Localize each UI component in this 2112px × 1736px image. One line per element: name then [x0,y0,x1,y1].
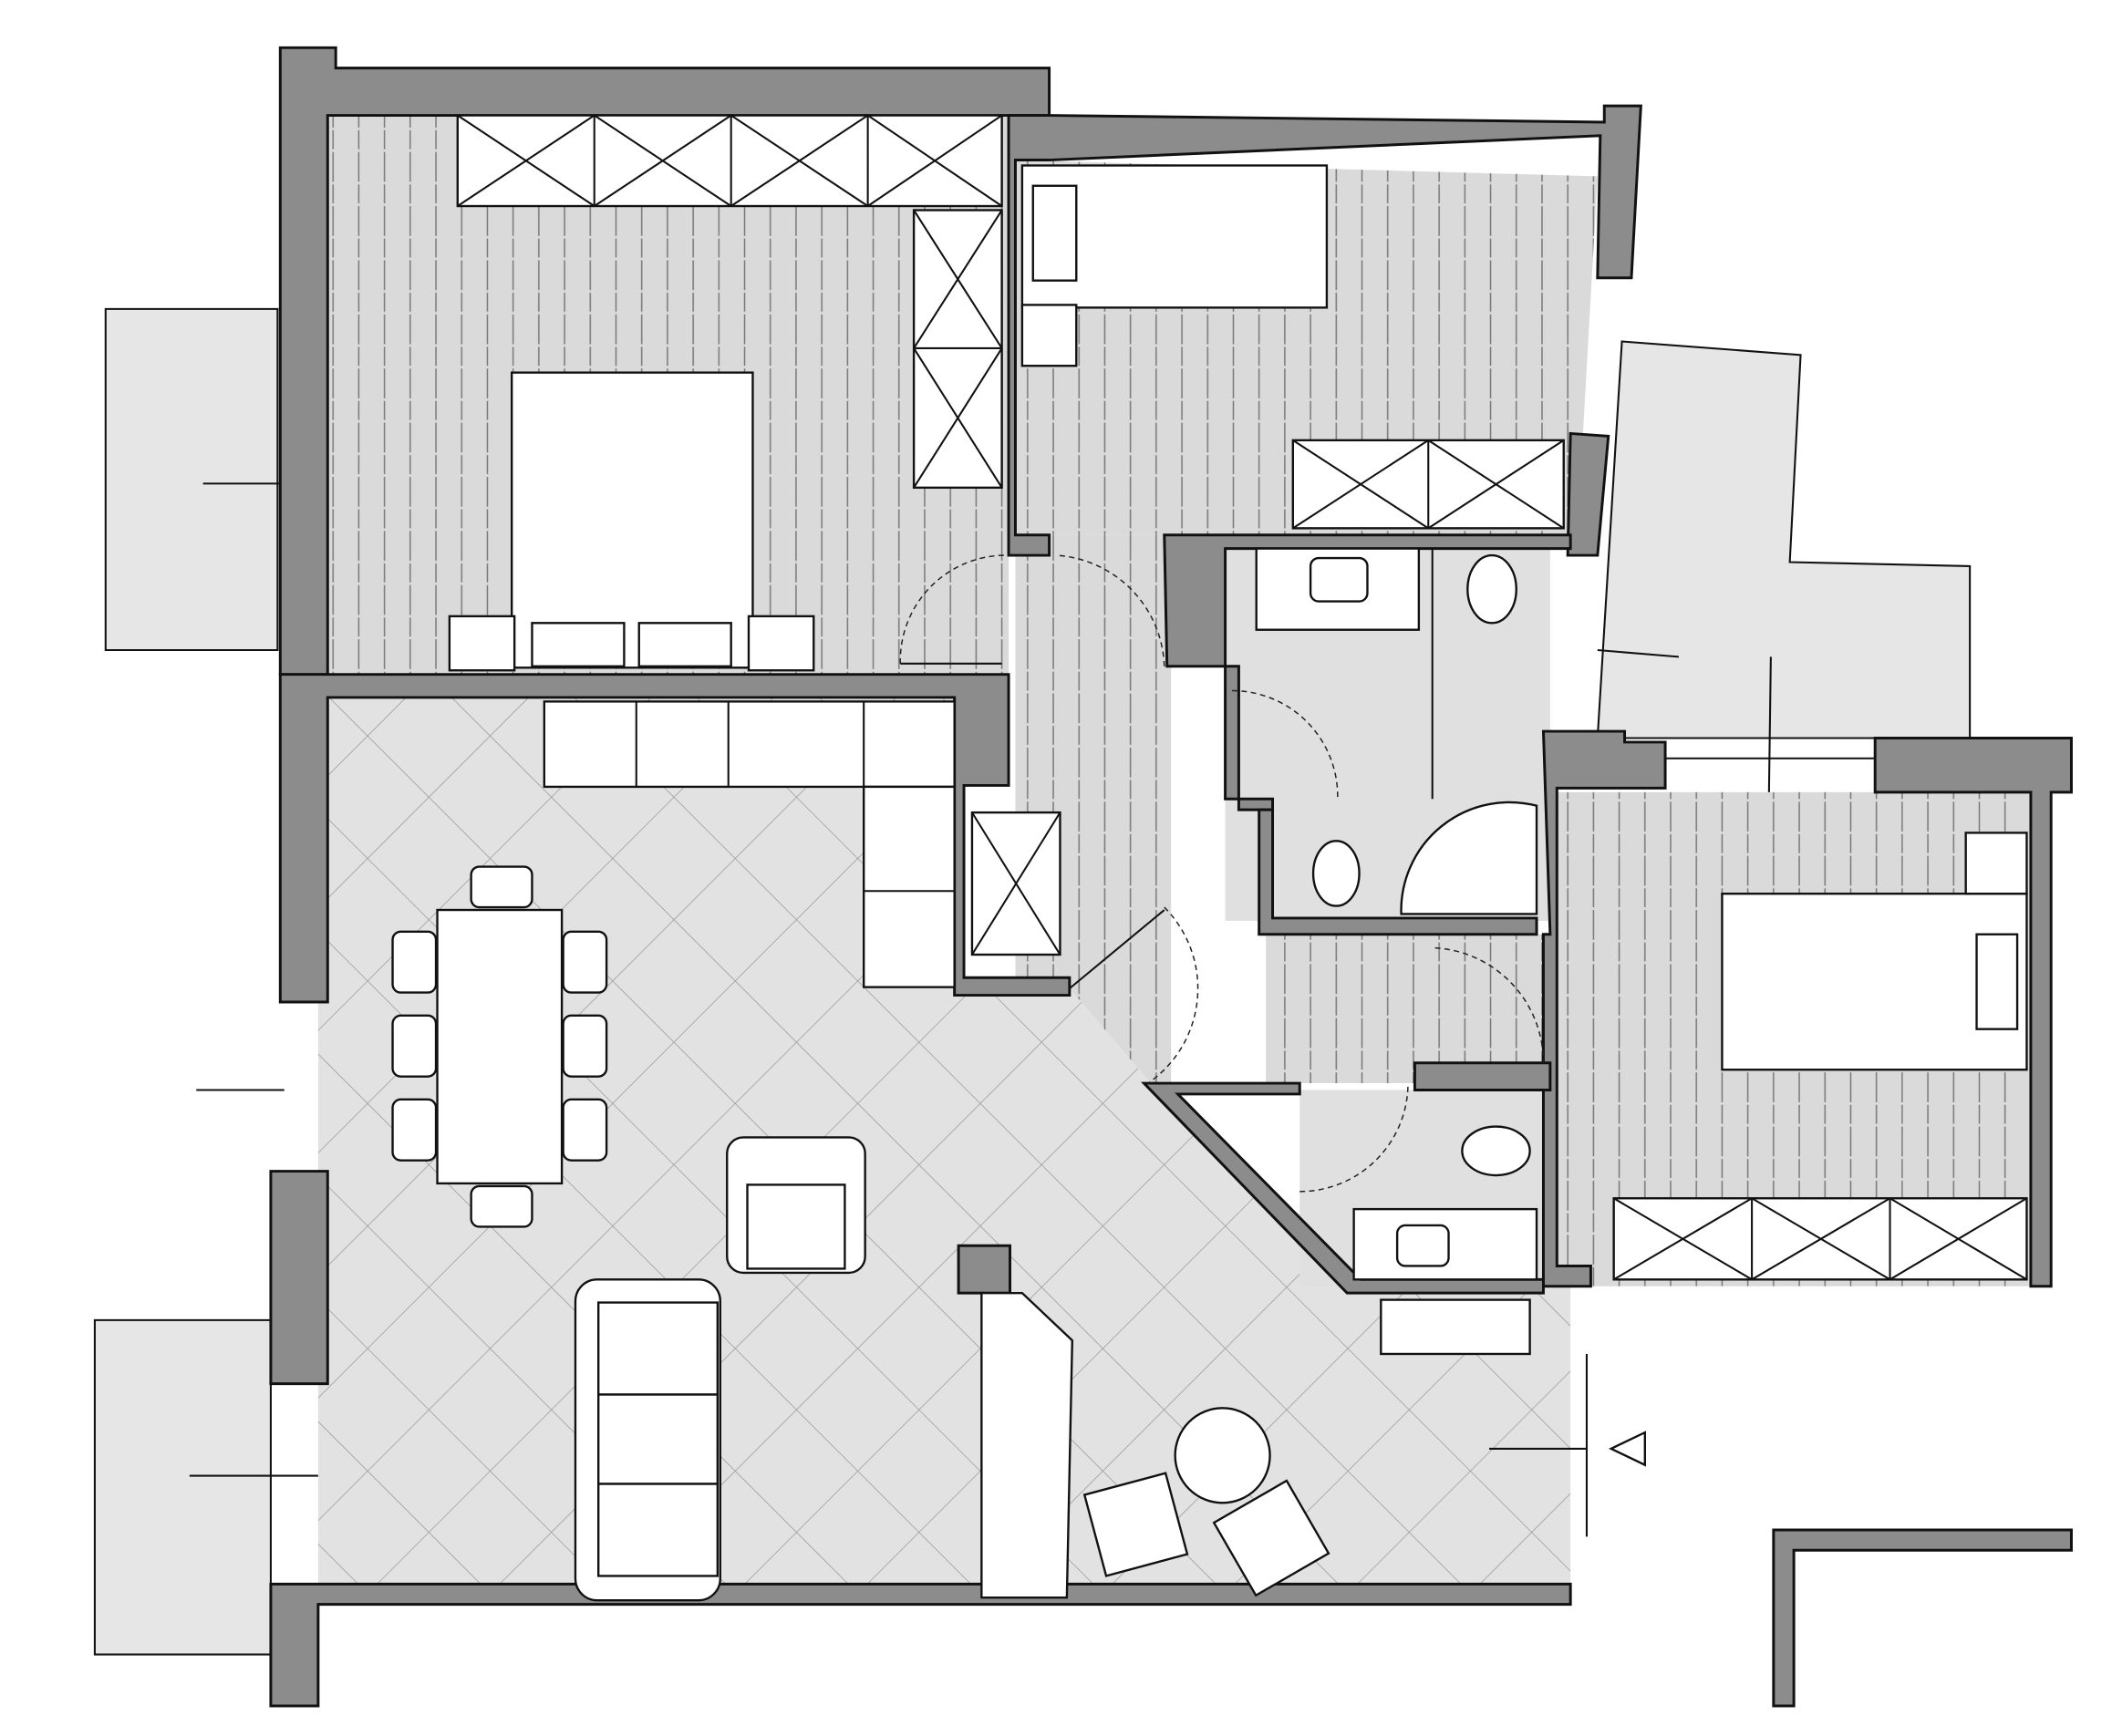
double-bed-bedroom-3 [1721,832,2028,1071]
wardrobe-bedroom-3 [1612,1197,2028,1281]
fireplace [980,1291,1074,1599]
balcony-top-left [104,307,279,652]
small-table-with-chairs [1082,1407,1330,1597]
kitchen-counter [543,700,956,988]
wardrobe-bedroom-1 [456,114,1003,490]
door-swings [899,554,1545,1193]
sofa [574,1278,722,1602]
dining-table [391,865,608,1228]
armchair [726,1136,866,1275]
double-bed [448,371,815,672]
entry-cabinet [1380,1298,1531,1356]
wardrobe-bedroom-2 [1291,439,1565,530]
entrance-arrow-icon [1608,1431,1646,1467]
terrace-marker [1597,648,1680,658]
balcony-bottom-left [93,1318,272,1656]
walls [269,46,2073,1708]
bathroom-1-fixtures [1255,547,1538,915]
bathroom-2-fixtures [1352,1125,1538,1281]
terrace-right [1596,340,1972,739]
single-bed [1020,164,1329,367]
hall-closet [970,811,1061,956]
hallway-floor [1015,534,1544,1084]
